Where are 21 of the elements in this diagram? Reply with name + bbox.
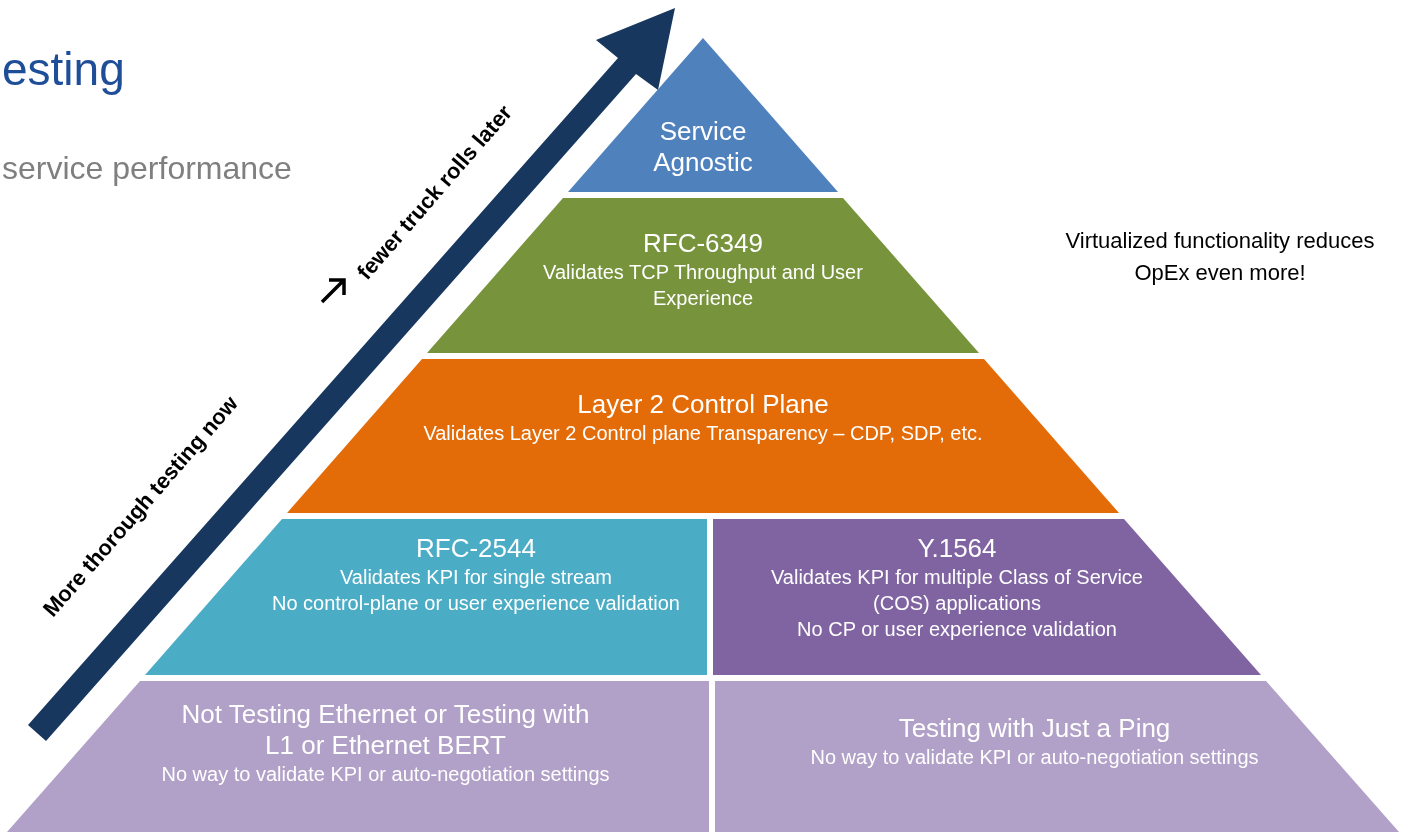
tier-title: Y.1564 — [917, 533, 997, 565]
tier-title: Layer 2 Control Plane — [577, 389, 829, 421]
note-text: Virtualized functionality reduces OpEx even more! — [1064, 227, 1376, 287]
tier-title: RFC-6349 — [643, 228, 763, 260]
tier-description: No way to validate KPI or auto-negotiation settings — [161, 762, 610, 788]
pyramid-tier — [715, 681, 1399, 832]
tier-description: Validates KPI for single stream — [340, 565, 612, 591]
tier-title: RFC-2544 — [416, 533, 536, 565]
tier-title: Testing with Just a Ping — [898, 713, 1171, 745]
heading-text: esting — [2, 42, 125, 96]
tier-description: No way to validate KPI or auto-negotiation settings — [810, 745, 1259, 771]
tier-title: Not Testing Ethernet or Testing with L1 or Ethernet BERT — [180, 699, 591, 762]
tier-description: Validates Layer 2 Control plane Transparency – CDP, SDP, etc. — [423, 421, 983, 447]
subheading-text: service performance — [2, 150, 292, 187]
tier-description: No control-plane or user experience validation — [272, 591, 680, 617]
pyramid-tier — [713, 519, 1261, 675]
tier-description: Validates TCP Throughput and User Experience — [542, 260, 864, 312]
tier-description: Validates KPI for multiple Class of Service (COS) applications — [770, 565, 1144, 617]
pyramid-tier — [7, 681, 709, 832]
tier-title: Service Agnostic — [652, 116, 754, 179]
tier-description: No CP or user experience validation — [797, 617, 1117, 643]
